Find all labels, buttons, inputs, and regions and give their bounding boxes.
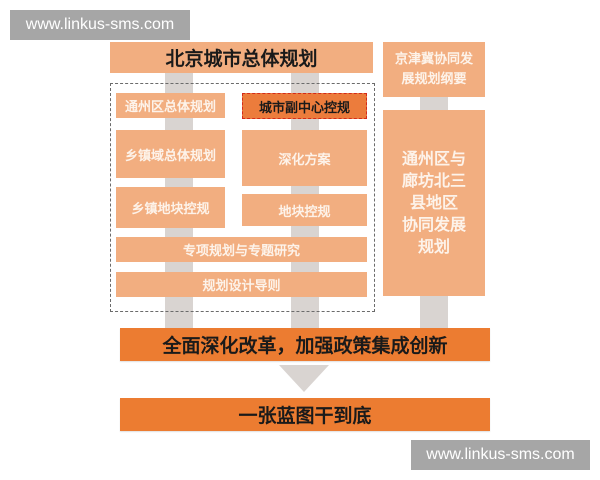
right-top-line2: 展规划纲要 [401,71,467,87]
middle-box-subcenter-control: 城市副中心控规 [242,93,367,119]
left-box-township-master-plan: 乡镇域总体规划 [116,130,225,178]
wide-box-design-guidelines: 规划设计导则 [116,272,367,297]
right-tall-line: 廊坊北三 [401,171,466,190]
middle-box-plot-control: 地块控规 [242,194,367,226]
right-tall-line: 通州区与 [401,149,466,168]
watermark-bottom: www.linkus-sms.com [411,440,590,470]
left-box-tongzhou-master-plan: 通州区总体规划 [116,93,225,118]
right-tall-line: 县地区 [409,193,458,212]
right-top-box: 京津冀协同发 展规划纲要 [383,42,485,97]
watermark-top: www.linkus-sms.com [10,10,190,40]
bottom-bar-blueprint: 一张蓝图干到底 [120,398,490,431]
bottom-bar-reform: 全面深化改革，加强政策集成创新 [120,328,490,361]
dashed-group-frame [110,83,375,312]
right-top-line1: 京津冀协同发 [394,51,473,67]
title-box: 北京城市总体规划 [110,42,373,73]
left-box-township-plot-control: 乡镇地块控规 [116,187,225,228]
right-tall-line: 规划 [417,237,450,256]
down-arrow-icon [279,365,329,392]
middle-box-deepening-plan: 深化方案 [242,130,367,186]
right-tall-line: 协同发展 [401,215,466,234]
right-tall-box: 通州区与 廊坊北三 县地区 协同发展 规划 [383,110,485,296]
wide-box-special-planning: 专项规划与专题研究 [116,237,367,262]
